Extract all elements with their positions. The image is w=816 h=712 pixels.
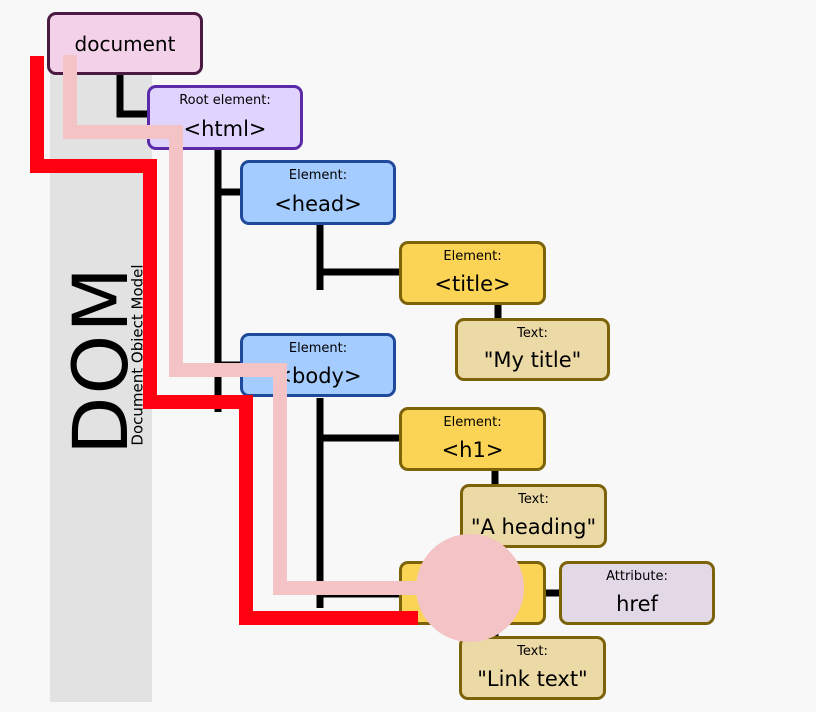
node-attribute: Attribute: href [559, 561, 715, 625]
node-title-text: Text: "My title" [455, 318, 610, 381]
node-a-text: Text: "Link text" [459, 636, 606, 700]
node-html: Root element: <html> [147, 85, 303, 150]
dom-subtitle: Document Object Model [128, 264, 147, 446]
node-h1: Element: <h1> [399, 407, 546, 471]
node-document: document [47, 12, 203, 75]
node-body: Element: <body> [240, 333, 396, 397]
node-title: Element: <title> [399, 241, 546, 305]
node-head: Element: <head> [240, 160, 396, 225]
highlight-dot [416, 534, 524, 642]
